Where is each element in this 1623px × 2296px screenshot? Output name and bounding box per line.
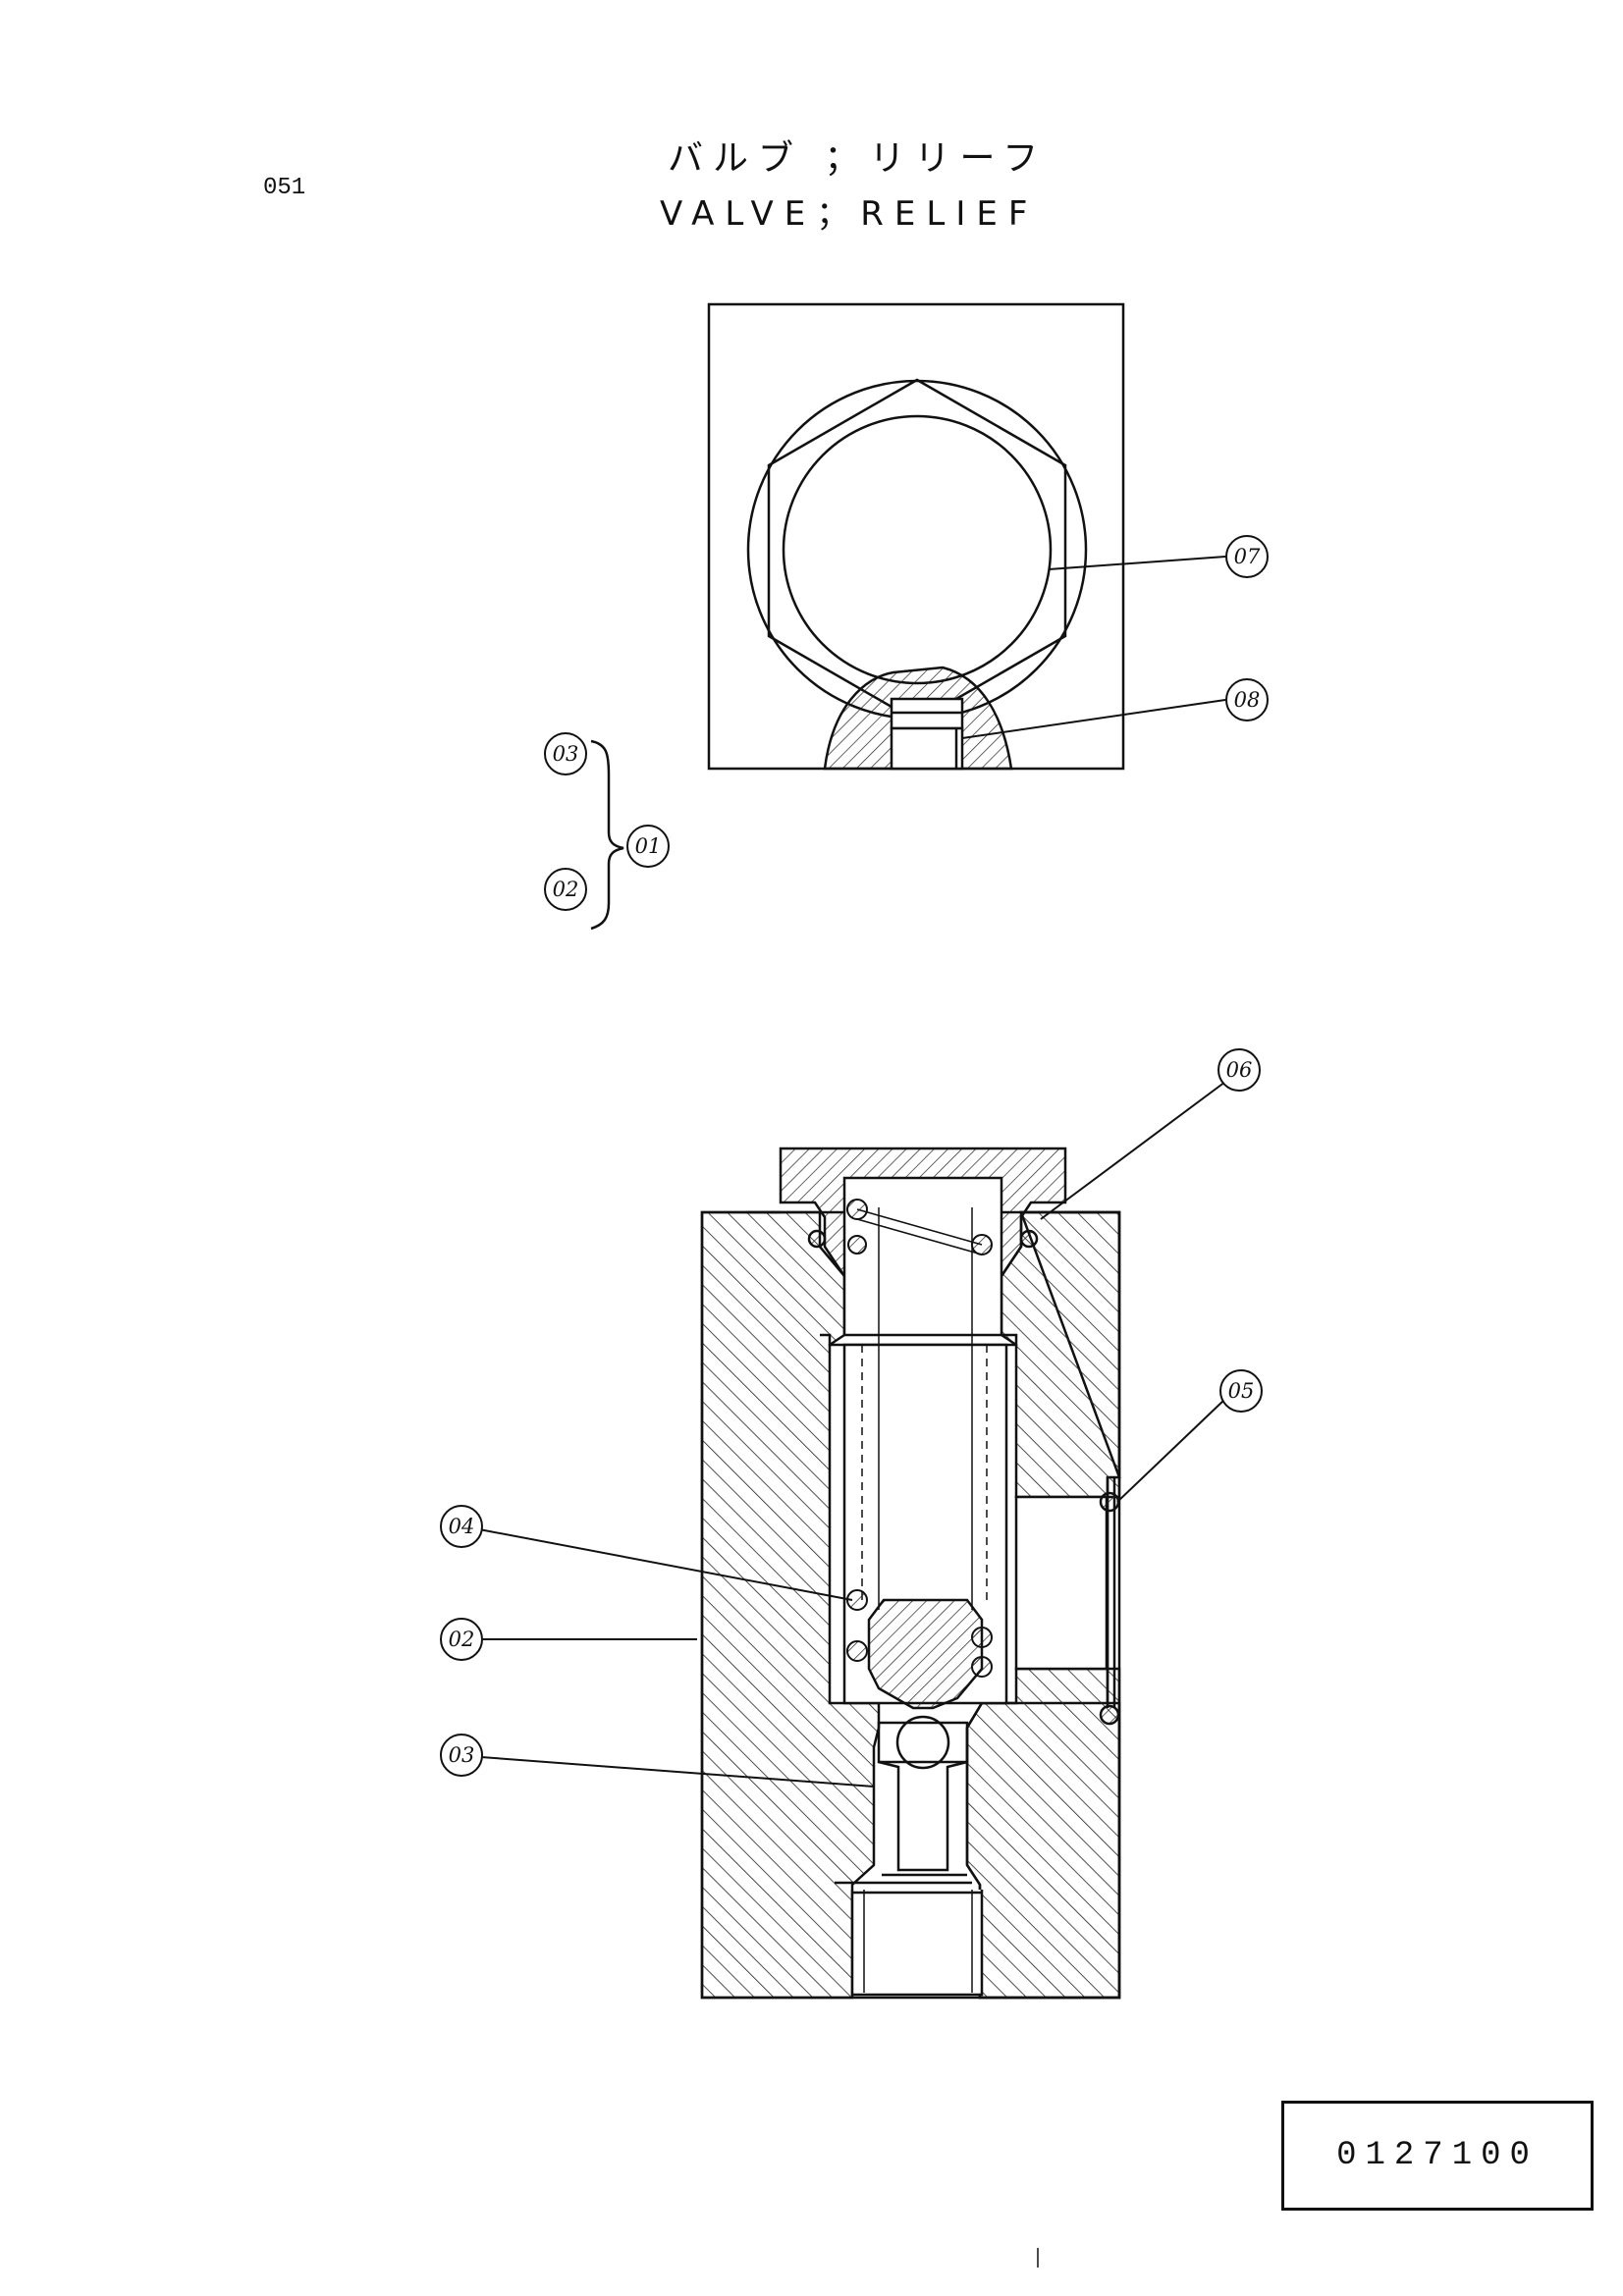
svg-text:03: 03 [449, 1743, 475, 1767]
callout-04: 04 [440, 1505, 483, 1548]
svg-text:04: 04 [449, 1515, 475, 1538]
inner-circle [782, 414, 1053, 685]
svg-text:05: 05 [1228, 1379, 1255, 1403]
svg-text:06: 06 [1226, 1058, 1253, 1082]
callout-02: 02 [440, 1618, 483, 1661]
drawing-number-box: 0127100 [1281, 2101, 1594, 2211]
page-number: 051 [263, 175, 306, 201]
inlet-port [850, 1890, 984, 1997]
svg-text:03: 03 [553, 742, 579, 766]
leader-lines [478, 556, 1226, 1788]
check-ball [895, 1715, 950, 1770]
top-view [707, 302, 1125, 771]
svg-text:08: 08 [1234, 688, 1261, 712]
callout-03-top: 03 [544, 732, 587, 775]
outer-circle [746, 379, 1088, 721]
callout-05: 05 [1219, 1369, 1263, 1413]
assembly-brace [590, 739, 624, 931]
title-english: VALVE；RELIEF [660, 194, 1039, 234]
o-ring-05-upper [1099, 1491, 1120, 1513]
side-port [1014, 1495, 1109, 1671]
title-japanese: バルブ ；リリーフ [668, 138, 1049, 179]
spring [846, 1199, 993, 1678]
svg-text:01: 01 [635, 834, 662, 858]
callout-07: 07 [1225, 535, 1269, 578]
spring-chamber-top [842, 1176, 1003, 1337]
o-ring-cap [807, 1229, 827, 1249]
callout-03: 03 [440, 1734, 483, 1777]
seat-bore [878, 1760, 968, 1872]
body-right-lower [965, 1667, 1121, 2000]
svg-text:02: 02 [449, 1628, 475, 1651]
callout-01: 01 [626, 825, 670, 868]
callout-02-top: 02 [544, 868, 587, 911]
section-view [700, 1147, 1121, 2000]
callout-08: 08 [1225, 678, 1269, 721]
svg-text:07: 07 [1234, 545, 1261, 568]
body-right-upper [1000, 1210, 1121, 1499]
svg-text:02: 02 [553, 878, 579, 901]
drawing-number: 0127100 [1336, 2137, 1539, 2174]
callout-06: 06 [1217, 1048, 1261, 1092]
o-ring-05-lower [1099, 1704, 1120, 1726]
poppet [867, 1598, 984, 1710]
